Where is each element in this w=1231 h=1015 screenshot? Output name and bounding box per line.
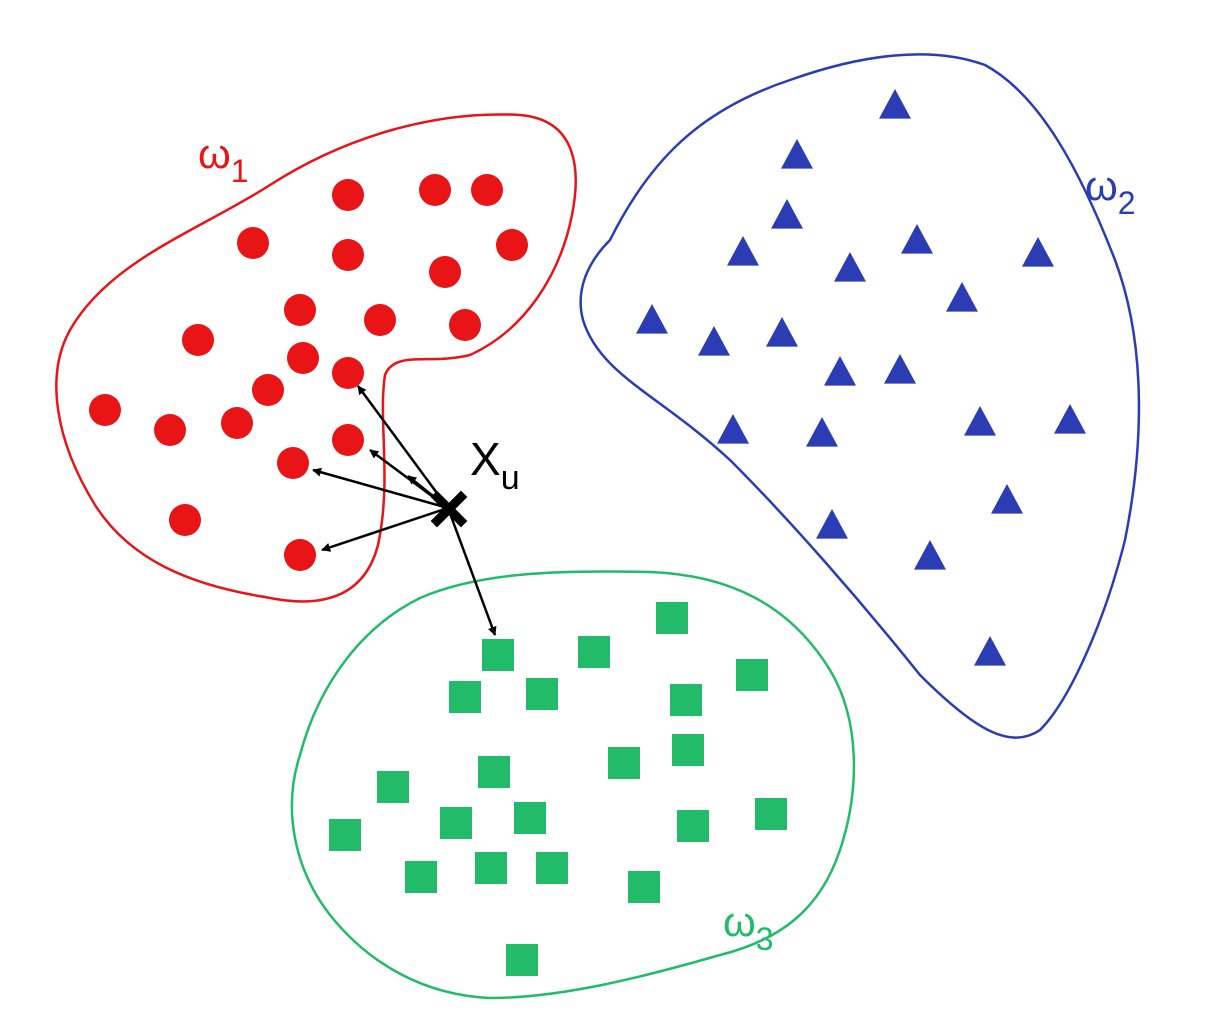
class2-point xyxy=(991,484,1023,514)
class1-point xyxy=(449,309,481,341)
class1-point xyxy=(471,174,503,206)
class2-label-symbol: ω xyxy=(1085,162,1118,209)
class3-point xyxy=(536,852,568,884)
class3-point xyxy=(755,798,787,830)
class2-point xyxy=(879,89,911,119)
class3-points xyxy=(329,602,787,976)
class3-point xyxy=(440,807,472,839)
class2-point xyxy=(901,224,933,254)
class1-label-sub: 1 xyxy=(231,153,249,189)
class2-point xyxy=(766,317,798,347)
class1-point xyxy=(332,179,364,211)
class3-point xyxy=(670,684,702,716)
class3-point xyxy=(449,681,481,713)
query-label: Xu xyxy=(470,433,520,497)
class3-point xyxy=(526,678,558,710)
class1-point xyxy=(154,414,186,446)
class2-point xyxy=(974,636,1006,666)
class1-point xyxy=(332,239,364,271)
neighbor-arrow xyxy=(312,467,449,510)
class2-point xyxy=(806,417,838,447)
class2-point xyxy=(727,236,759,266)
class3-region xyxy=(290,570,856,1000)
class3-point xyxy=(475,852,507,884)
class2-point xyxy=(698,326,730,356)
class1-point xyxy=(429,256,461,288)
class3-point xyxy=(514,802,546,834)
class2-label: ω2 xyxy=(1085,162,1136,221)
class2-point xyxy=(914,540,946,570)
class1-points xyxy=(89,174,528,571)
class2-point xyxy=(946,282,978,312)
class2-point xyxy=(781,139,813,169)
class1-point xyxy=(221,407,253,439)
class3-point xyxy=(377,771,409,803)
class1-point xyxy=(284,294,316,326)
class3-label: ω3 xyxy=(723,898,774,957)
class3-point xyxy=(677,810,709,842)
class3-point xyxy=(482,639,514,671)
class3-point xyxy=(329,819,361,851)
query-point-marker xyxy=(430,490,468,528)
class3-point xyxy=(405,861,437,893)
class2-point xyxy=(1054,404,1086,434)
class2-region xyxy=(579,53,1141,739)
neighbor-arrow xyxy=(446,507,497,636)
class1-point xyxy=(277,447,309,479)
class1-point xyxy=(496,229,528,261)
class2-point xyxy=(1022,237,1054,267)
class1-point xyxy=(419,174,451,206)
class2-point xyxy=(824,356,856,386)
class3-point xyxy=(578,636,610,668)
class2-point xyxy=(717,414,749,444)
query-label-sub: u xyxy=(501,459,520,497)
class2-points xyxy=(636,89,1086,666)
class1-point xyxy=(169,504,201,536)
class2-point xyxy=(884,354,916,384)
class2-point xyxy=(964,406,996,436)
class1-point xyxy=(252,374,284,406)
class2-point xyxy=(834,252,866,282)
class2-point xyxy=(636,304,668,334)
class1-point xyxy=(287,342,319,374)
class2-point xyxy=(771,199,803,229)
neighbor-arrow xyxy=(356,385,450,509)
query-label-main: X xyxy=(470,433,501,485)
class3-label-symbol: ω xyxy=(723,898,756,945)
class1-point xyxy=(182,324,214,356)
class3-point xyxy=(656,602,688,634)
class1-point xyxy=(284,539,316,571)
class3-point xyxy=(478,756,510,788)
class3-point xyxy=(608,747,640,779)
class3-point xyxy=(628,871,660,903)
class2-point xyxy=(816,509,848,539)
class1-point xyxy=(89,394,121,426)
class1-point xyxy=(332,357,364,389)
class3-label-sub: 3 xyxy=(756,921,774,957)
class1-label-symbol: ω xyxy=(198,130,231,177)
neighbor-arrow xyxy=(321,506,449,552)
class2-label-sub: 2 xyxy=(1118,185,1136,221)
neighbor-arrows xyxy=(312,385,497,636)
class3-point xyxy=(672,734,704,766)
class1-point xyxy=(332,424,364,456)
class3-point xyxy=(506,944,538,976)
class1-point xyxy=(237,227,269,259)
class3-point xyxy=(736,659,768,691)
class1-point xyxy=(364,304,396,336)
class1-region xyxy=(55,113,577,603)
class1-label: ω1 xyxy=(198,130,249,189)
